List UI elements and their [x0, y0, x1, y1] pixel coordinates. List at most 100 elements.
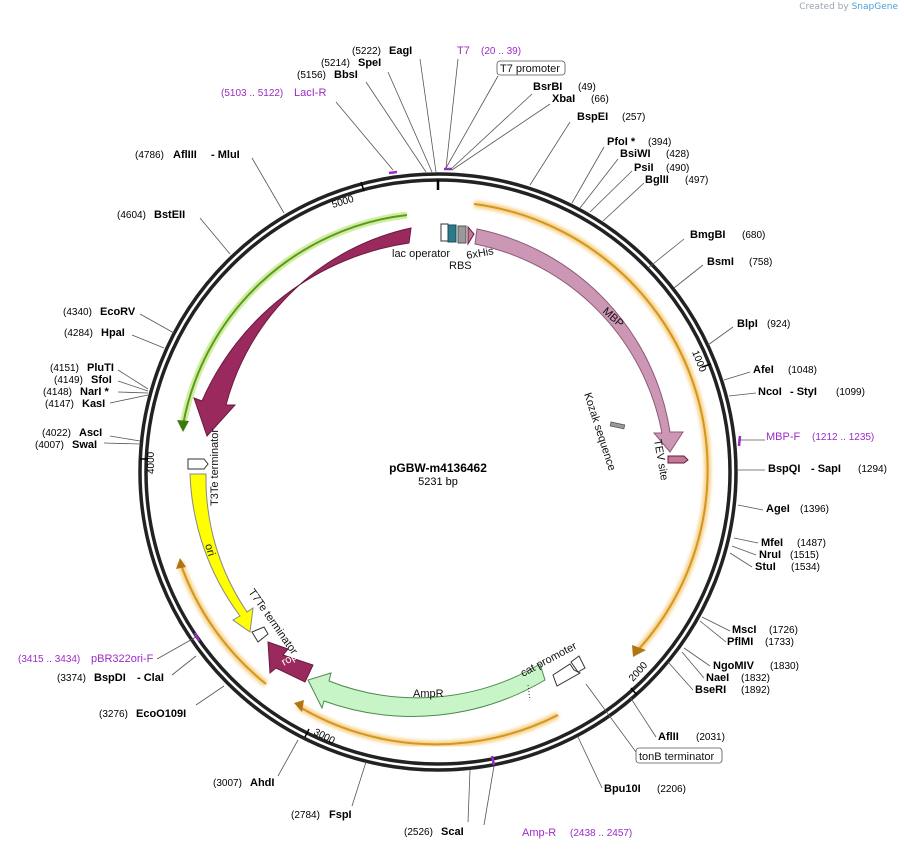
enzyme-ecoo109i: (3276) EcoO109I: [99, 708, 186, 720]
enzyme-bspqi: BspQI - SapI (1294): [768, 463, 887, 475]
map-name: pGBW-m4136462: [389, 461, 487, 475]
svg-text:NgoMIV: NgoMIV: [713, 660, 755, 672]
svg-text:Bpu10I: Bpu10I: [604, 783, 641, 795]
svg-text:(4151): (4151): [50, 363, 79, 374]
orf-arc-laci: [177, 211, 408, 432]
ruler-label-4000: 4000: [146, 451, 157, 474]
primer-pbr322ori-f: (3415 .. 3434) pBR322ori-F: [18, 653, 154, 665]
svg-text:- SapI: - SapI: [811, 463, 841, 475]
orf-arc-ampr: [294, 700, 560, 748]
svg-text:AgeI: AgeI: [766, 503, 790, 515]
enzyme-aflii: AflII (2031): [658, 731, 725, 743]
box-tonb-text: tonB terminator: [639, 751, 715, 763]
svg-text:(257): (257): [622, 112, 645, 123]
enzyme-bglii: BglII (497): [645, 174, 708, 186]
ruler-3000: 3000: [304, 727, 337, 747]
primer-mbp-f: MBP-F (1212 .. 1235): [766, 431, 874, 443]
svg-text:(2438 .. 2457): (2438 .. 2457): [570, 828, 632, 839]
svg-text:(3415 .. 3434): (3415 .. 3434): [18, 654, 80, 665]
svg-text:BspDI: BspDI: [94, 672, 126, 684]
label-6xhis: 6xHis: [465, 245, 495, 262]
feature-lac-operator: [440, 223, 449, 242]
svg-text:NarI *: NarI *: [80, 386, 109, 398]
svg-text:(428): (428): [666, 149, 689, 160]
svg-text:(4604): (4604): [117, 210, 146, 221]
svg-text:XbaI: XbaI: [552, 93, 575, 105]
primer-mark-laci-r: [388, 170, 398, 175]
orf-arc-mbp: [473, 200, 712, 657]
feature-ampr-arrow: [307, 663, 546, 717]
svg-text:(4786): (4786): [135, 150, 164, 161]
enzyme-beri: BseRI (1892): [695, 684, 770, 696]
svg-text:BbsI: BbsI: [334, 69, 358, 81]
svg-text:(5222): (5222): [352, 46, 381, 57]
svg-text:- ClaI: - ClaI: [137, 672, 164, 684]
svg-text:(490): (490): [666, 163, 689, 174]
svg-text:StuI: StuI: [755, 561, 776, 573]
feature-laci-arrow: [193, 227, 412, 437]
svg-text:(4147): (4147): [45, 399, 74, 410]
svg-text:(1515): (1515): [790, 550, 819, 561]
svg-text:(1048): (1048): [788, 365, 817, 376]
enzyme-nari: (4148) NarI *: [43, 386, 109, 398]
svg-text:BspQI: BspQI: [768, 463, 800, 475]
map-length: 5231 bp: [418, 476, 458, 488]
svg-text:(1830): (1830): [770, 661, 799, 672]
leader-lines: [103, 58, 765, 826]
label-lac-operator: lac operator: [392, 248, 450, 260]
enzyme-pluti: (4151) PluTI: [50, 362, 114, 374]
svg-text:(1099): (1099): [836, 387, 865, 398]
box-t7-promoter: T7 promoter: [496, 60, 566, 76]
enzyme-bspdi: (3374) BspDI - ClaI: [57, 672, 164, 684]
enzyme-naei: NaeI (1832): [706, 672, 770, 684]
svg-text:(680): (680): [742, 230, 765, 241]
svg-text:(1726): (1726): [769, 625, 798, 636]
svg-text:(2031): (2031): [696, 732, 725, 743]
svg-text:FspI: FspI: [329, 809, 352, 821]
enzyme-msci: MscI (1726): [732, 624, 798, 636]
enzyme-bspei: BspEI (257): [577, 111, 645, 123]
snapgene-credit: Created by SnapGene: [799, 2, 898, 12]
enzyme-afliii: (4786) AflIII - MluI: [135, 149, 240, 161]
feature-kozak: [609, 421, 626, 430]
svg-text:PflMI: PflMI: [727, 636, 753, 648]
enzyme-bsteii: (4604) BstEII: [117, 209, 185, 221]
ruler-label-2000: 2000: [627, 660, 650, 684]
svg-text:(5214): (5214): [321, 58, 350, 69]
enzyme-bmgbi: BmgBI (680): [690, 229, 765, 241]
svg-text:SfoI: SfoI: [91, 374, 112, 386]
enzyme-psii: PsiI (490): [634, 162, 689, 174]
svg-text:BstEII: BstEII: [154, 209, 185, 221]
svg-text:NcoI: NcoI: [758, 386, 782, 398]
svg-text:EcoRV: EcoRV: [100, 306, 136, 318]
ruler-4000: 4000: [140, 451, 157, 474]
enzyme-stui: StuI (1534): [755, 561, 820, 573]
feature-mbp-arrow: [474, 228, 684, 453]
svg-text:(1534): (1534): [791, 562, 820, 573]
enzyme-eagi: (5222) EagI: [352, 45, 412, 57]
svg-text:AflII: AflII: [658, 731, 679, 743]
svg-text:BseRI: BseRI: [695, 684, 726, 696]
svg-text:NaeI: NaeI: [706, 672, 729, 684]
enzyme-spei: (5214) SpeI: [321, 57, 381, 69]
svg-text:BspEI: BspEI: [577, 111, 608, 123]
enzyme-mfei: MfeI (1487): [761, 537, 826, 549]
box-t7-promoter-text: T7 promoter: [500, 63, 560, 75]
svg-text:(4022): (4022): [42, 428, 71, 439]
enzyme-blpi: BlpI (924): [737, 318, 790, 330]
svg-text:(3007): (3007): [213, 778, 242, 789]
svg-text:Amp-R: Amp-R: [522, 827, 556, 839]
credit-brand: SnapGene: [851, 2, 898, 12]
svg-text:MBP-F: MBP-F: [766, 431, 801, 443]
enzyme-swai: (4007) SwaI: [35, 439, 97, 451]
svg-text:(4149): (4149): [54, 375, 83, 386]
svg-text:(4284): (4284): [64, 328, 93, 339]
enzyme-ahdi: (3007) AhdI: [213, 777, 274, 789]
svg-text:(4340): (4340): [63, 307, 92, 318]
svg-text:HpaI: HpaI: [101, 327, 125, 339]
feature-6xhis: [457, 225, 475, 246]
svg-text:MscI: MscI: [732, 624, 756, 636]
enzyme-sfoi: (4149) SfoI: [54, 374, 112, 386]
svg-text:(497): (497): [685, 175, 708, 186]
orf-arc-rop: [176, 558, 269, 687]
